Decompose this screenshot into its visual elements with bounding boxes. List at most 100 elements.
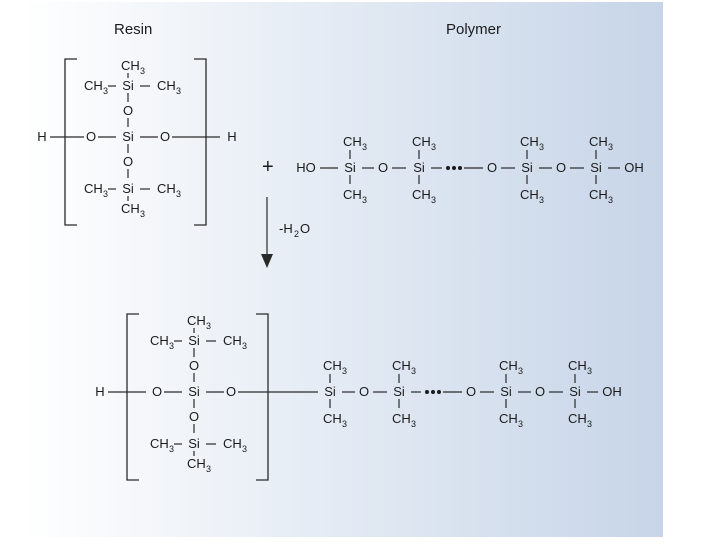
oxygen-atom: O bbox=[189, 409, 199, 424]
silicon-atom: Si bbox=[521, 160, 533, 175]
methyl-subscript: 3 bbox=[242, 444, 247, 454]
methyl-group: CH bbox=[412, 134, 431, 149]
methyl-subscript: 3 bbox=[206, 321, 211, 331]
hydrogen-atom: H bbox=[37, 129, 46, 144]
methyl-group: CH bbox=[520, 187, 539, 202]
chain-dot bbox=[437, 390, 441, 394]
methyl-subscript: 3 bbox=[103, 189, 108, 199]
hydroxyl-group: OH bbox=[602, 384, 622, 399]
methyl-group: CH bbox=[343, 134, 362, 149]
methyl-subscript: 3 bbox=[431, 142, 436, 152]
methyl-group: CH bbox=[150, 333, 169, 348]
condition-tail: O bbox=[300, 221, 310, 236]
silicon-atom: Si bbox=[122, 78, 134, 93]
hydroxyl-group: HO bbox=[296, 160, 316, 175]
hydroxyl-group: OH bbox=[624, 160, 644, 175]
methyl-group: CH bbox=[84, 78, 103, 93]
oxygen-atom: O bbox=[487, 160, 497, 175]
oxygen-atom: O bbox=[123, 103, 133, 118]
methyl-group: CH bbox=[121, 58, 140, 73]
silicon-atom: Si bbox=[188, 333, 200, 348]
methyl-group: CH bbox=[150, 436, 169, 451]
resin-label: Resin bbox=[114, 21, 152, 38]
chain-dot bbox=[446, 166, 450, 170]
methyl-group: CH bbox=[223, 436, 242, 451]
chain-dot bbox=[452, 166, 456, 170]
methyl-group: CH bbox=[121, 201, 140, 216]
right-bracket bbox=[256, 313, 269, 481]
methyl-subscript: 3 bbox=[169, 444, 174, 454]
left-bracket bbox=[64, 58, 77, 226]
methyl-subscript: 3 bbox=[539, 142, 544, 152]
silicon-atom: Si bbox=[188, 384, 200, 399]
reaction-arrow bbox=[261, 197, 273, 268]
methyl-subscript: 3 bbox=[608, 142, 613, 152]
chain-dot bbox=[458, 166, 462, 170]
methyl-subscript: 3 bbox=[176, 86, 181, 96]
methyl-subscript: 3 bbox=[587, 366, 592, 376]
methyl-group: CH bbox=[84, 181, 103, 196]
methyl-group: CH bbox=[323, 411, 342, 426]
methyl-group: CH bbox=[568, 358, 587, 373]
methyl-group: CH bbox=[520, 134, 539, 149]
methyl-subscript: 3 bbox=[140, 209, 145, 219]
oxygen-atom: O bbox=[189, 358, 199, 373]
oxygen-atom: O bbox=[152, 384, 162, 399]
methyl-subscript: 3 bbox=[431, 195, 436, 205]
silicon-atom: Si bbox=[500, 384, 512, 399]
silicon-atom: Si bbox=[324, 384, 336, 399]
left-bracket bbox=[126, 313, 139, 481]
methyl-subscript: 3 bbox=[608, 195, 613, 205]
silicon-atom: Si bbox=[569, 384, 581, 399]
methyl-subscript: 3 bbox=[242, 341, 247, 351]
methyl-subscript: 3 bbox=[411, 419, 416, 429]
methyl-subscript: 3 bbox=[206, 464, 211, 474]
oxygen-atom: O bbox=[556, 160, 566, 175]
oxygen-atom: O bbox=[226, 384, 236, 399]
methyl-subscript: 3 bbox=[140, 66, 145, 76]
condition-main: -H bbox=[279, 221, 293, 236]
oxygen-atom: O bbox=[378, 160, 388, 175]
water-elimination-label: -H 2 O bbox=[279, 221, 310, 239]
polymer-label: Polymer bbox=[446, 21, 501, 38]
oxygen-atom: O bbox=[359, 384, 369, 399]
methyl-subscript: 3 bbox=[342, 419, 347, 429]
methyl-subscript: 3 bbox=[518, 366, 523, 376]
diagram-background bbox=[22, 2, 663, 537]
methyl-subscript: 3 bbox=[176, 189, 181, 199]
silicon-atom: Si bbox=[188, 436, 200, 451]
chain-dot bbox=[425, 390, 429, 394]
silicon-atom: Si bbox=[122, 129, 134, 144]
methyl-subscript: 3 bbox=[103, 86, 108, 96]
methyl-group: CH bbox=[323, 358, 342, 373]
methyl-group: CH bbox=[223, 333, 242, 348]
methyl-group: CH bbox=[187, 456, 206, 471]
methyl-group: CH bbox=[392, 358, 411, 373]
methyl-subscript: 3 bbox=[362, 195, 367, 205]
hydrogen-atom: H bbox=[95, 384, 104, 399]
silicon-atom: Si bbox=[344, 160, 356, 175]
methyl-group: CH bbox=[412, 187, 431, 202]
plus-sign: + bbox=[262, 156, 274, 178]
silicon-atom: Si bbox=[122, 181, 134, 196]
methyl-subscript: 3 bbox=[342, 366, 347, 376]
methyl-subscript: 3 bbox=[587, 419, 592, 429]
silicon-atom: Si bbox=[413, 160, 425, 175]
methyl-subscript: 3 bbox=[539, 195, 544, 205]
methyl-subscript: 3 bbox=[362, 142, 367, 152]
oxygen-atom: O bbox=[123, 154, 133, 169]
oxygen-atom: O bbox=[86, 129, 96, 144]
methyl-group: CH bbox=[499, 411, 518, 426]
methyl-group: CH bbox=[589, 187, 608, 202]
methyl-group: CH bbox=[589, 134, 608, 149]
methyl-group: CH bbox=[157, 78, 176, 93]
methyl-group: CH bbox=[392, 411, 411, 426]
silicon-atom: Si bbox=[590, 160, 602, 175]
chain-dot bbox=[431, 390, 435, 394]
silicon-atom: Si bbox=[393, 384, 405, 399]
methyl-group: CH bbox=[157, 181, 176, 196]
